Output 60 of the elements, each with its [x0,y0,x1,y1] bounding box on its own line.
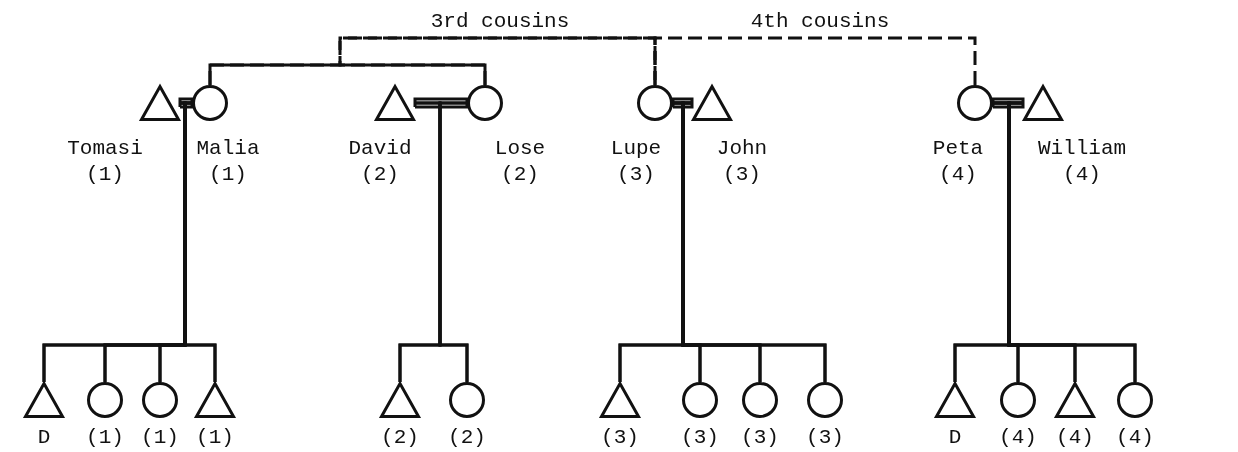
circle-symbol [682,382,718,418]
kin-label: D [37,426,51,450]
marriage-line [178,97,194,109]
triangle-symbol [24,382,64,418]
kinship-line [208,36,657,85]
marriage-line [991,97,1025,109]
circle-symbol [192,85,228,121]
triangle-symbol [600,382,640,418]
kin-label: (4) [999,426,1037,450]
circle-symbol [142,382,178,418]
descent-line [438,101,469,382]
circle-symbol [1117,382,1153,418]
kin-label: (3) [601,426,639,450]
kin-label: (1) [209,163,247,187]
triangle-symbol [1055,382,1095,418]
kin-label: (4) [1116,426,1154,450]
circle-symbol [449,382,485,418]
kin-label: (4) [1063,163,1101,187]
triangle-symbol [380,382,420,418]
kin-label: (3) [681,426,719,450]
kin-label: Tomasi [67,137,143,161]
kin-label: (2) [448,426,486,450]
kin-label: (3) [741,426,779,450]
triangle-symbol [375,85,415,121]
circle-symbol [467,85,503,121]
kin-label: (2) [361,163,399,187]
marriage-line [671,97,694,109]
kin-label: (1) [86,163,124,187]
kin-label: (3) [723,163,761,187]
kin-label: (3) [806,426,844,450]
circle-symbol [807,382,843,418]
kin-label: Lupe [610,137,662,161]
triangle-symbol [195,382,235,418]
kin-label: Lose [494,137,546,161]
triangle-symbol [692,85,732,121]
kin-label: John [716,137,768,161]
triangle-symbol [140,85,180,121]
kin-label: Peta [932,137,984,161]
circle-symbol [742,382,778,418]
kinship-line [338,36,657,85]
kinship-line [653,36,977,85]
circle-symbol [637,85,673,121]
circle-symbol [87,382,123,418]
kin-label: (1) [86,426,124,450]
kin-label: Malia [196,137,260,161]
circle-symbol [1000,382,1036,418]
kin-label: (2) [501,163,539,187]
circle-symbol [957,85,993,121]
kin-label: William [1037,137,1127,161]
kin-label: (2) [381,426,419,450]
kin-label: D [948,426,962,450]
triangle-symbol [1023,85,1063,121]
kin-label: (3) [617,163,655,187]
marriage-line [413,97,469,109]
triangle-symbol [935,382,975,418]
kin-label: (1) [141,426,179,450]
kin-label: (4) [939,163,977,187]
kin-label: David [348,137,412,161]
kin-label: (4) [1056,426,1094,450]
kin-label: (1) [196,426,234,450]
